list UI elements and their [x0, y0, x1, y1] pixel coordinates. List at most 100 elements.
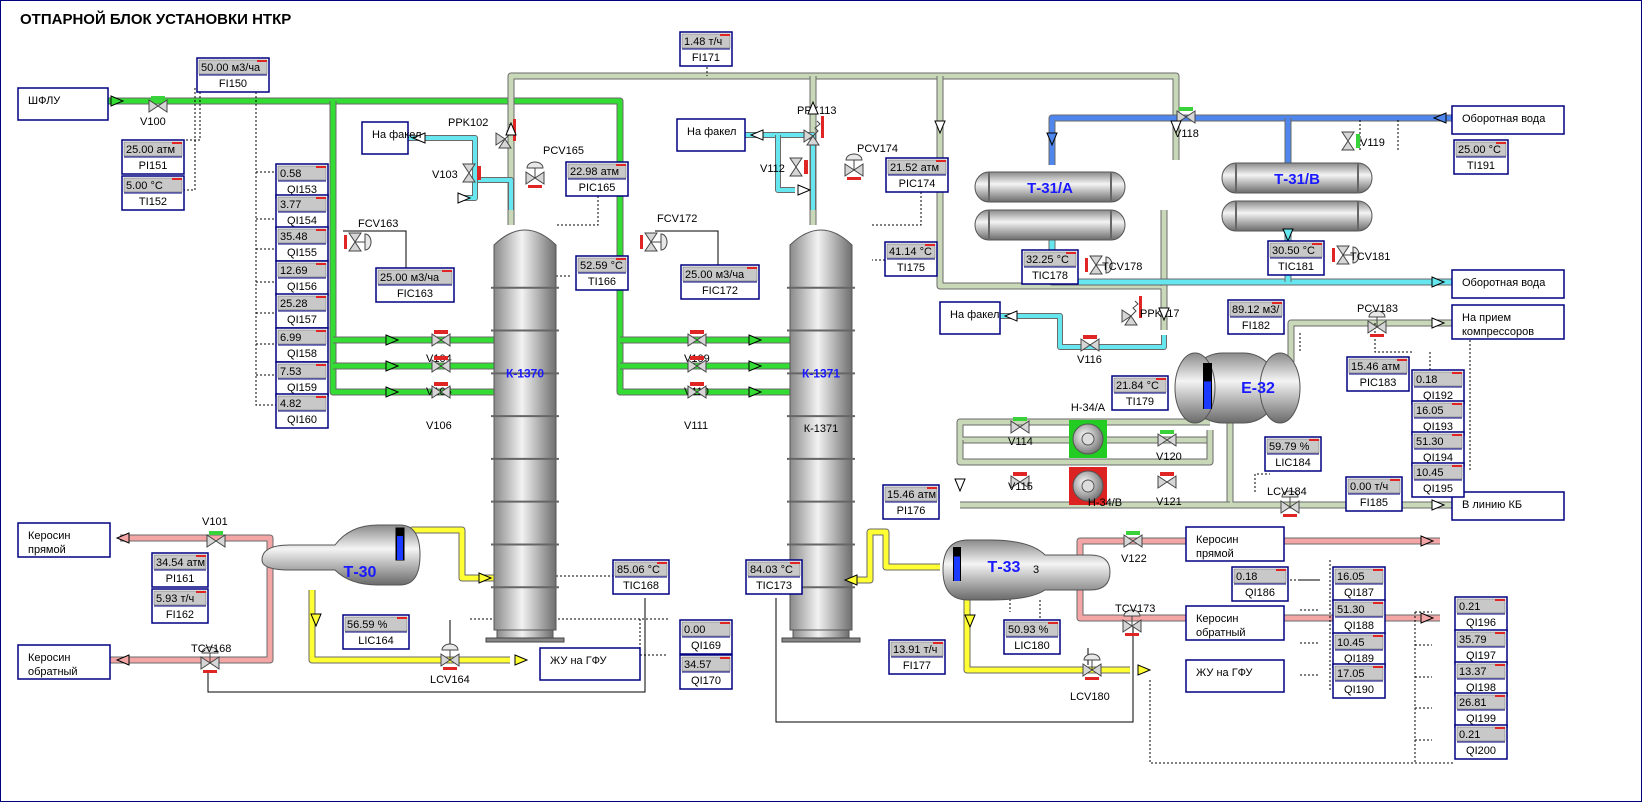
exchanger-t31a[interactable]: Т-31/А	[974, 171, 1126, 241]
valve-body[interactable]	[1289, 500, 1300, 514]
valve-body[interactable]	[1336, 245, 1350, 256]
exchanger-shell[interactable]	[974, 171, 1126, 203]
valve-body[interactable]	[1019, 475, 1030, 489]
valve-body[interactable]	[525, 171, 536, 185]
valve-body[interactable]	[200, 656, 211, 670]
valve-v115[interactable]	[1010, 472, 1030, 489]
valve-body[interactable]	[462, 163, 476, 174]
valve-v116[interactable]	[1080, 335, 1100, 352]
valve-body[interactable]	[206, 534, 217, 548]
exchanger-shell[interactable]	[1221, 200, 1373, 232]
connection-box[interactable]	[361, 121, 409, 155]
valve-body[interactable]	[1176, 110, 1187, 124]
valve-v101[interactable]	[206, 531, 226, 548]
valve-body[interactable]	[1019, 420, 1030, 434]
valve-body[interactable]	[495, 132, 506, 146]
column-shell[interactable]	[493, 229, 557, 631]
valve-body[interactable]	[1131, 619, 1142, 633]
pump-h34b[interactable]: Н-34/В	[1069, 467, 1122, 509]
connection-vliniyu[interactable]: В линию КБ	[1451, 491, 1565, 521]
valve-body[interactable]	[644, 232, 658, 243]
valve-actuator[interactable]	[364, 233, 372, 251]
tag-fi182[interactable]: 89.12 м3/FI182	[1227, 299, 1285, 335]
valve-body[interactable]	[696, 333, 707, 347]
tag-lic180[interactable]: 50.93 %LIC180	[1003, 619, 1061, 655]
column-k1370[interactable]: К-1370	[485, 229, 565, 643]
connection-zhu1[interactable]: ЖУ на ГФУ	[539, 647, 641, 681]
connection-box[interactable]	[1185, 605, 1285, 641]
valve-body[interactable]	[534, 171, 545, 185]
connection-oborot1[interactable]: Оборотная вода	[1451, 105, 1565, 135]
valve-body[interactable]	[1367, 320, 1378, 334]
valve-body[interactable]	[644, 241, 658, 252]
valve-body[interactable]	[1122, 619, 1133, 633]
connection-zhu2[interactable]: ЖУ на ГФУ	[1185, 659, 1285, 693]
valve-body[interactable]	[498, 138, 512, 149]
connection-box[interactable]	[1451, 105, 1565, 135]
valve-body[interactable]	[687, 359, 698, 373]
column-k1371[interactable]: К-1371	[781, 229, 861, 643]
valve-v110[interactable]	[687, 356, 707, 373]
valve-actuator[interactable]	[1123, 609, 1141, 617]
valve-body[interactable]	[1010, 420, 1021, 434]
connection-nafakel2[interactable]: На факел	[676, 118, 746, 152]
valve-v122[interactable]	[1123, 531, 1143, 548]
connection-box[interactable]	[1185, 659, 1285, 693]
valve-body[interactable]	[789, 157, 803, 168]
control-valve-fcv172[interactable]	[640, 232, 668, 252]
valve-body[interactable]	[687, 385, 698, 399]
safety-valve-ppk102[interactable]	[495, 119, 516, 149]
valve-body[interactable]	[348, 241, 362, 252]
valve-body[interactable]	[215, 534, 226, 548]
connection-oborot2[interactable]: Оборотная вода	[1451, 269, 1565, 299]
control-valve-lcv184[interactable]	[1280, 490, 1300, 517]
exchanger-shell[interactable]	[1221, 162, 1373, 194]
safety-valve-ppk113[interactable]	[803, 116, 824, 146]
valve-body[interactable]	[1280, 500, 1291, 514]
valve-v111[interactable]	[687, 382, 707, 399]
valve-actuator[interactable]	[441, 643, 459, 651]
valve-body[interactable]	[1089, 255, 1103, 266]
valve-body[interactable]	[157, 99, 168, 113]
valve-actuator[interactable]	[660, 233, 668, 251]
valve-body[interactable]	[1124, 315, 1138, 326]
connection-shflu[interactable]: ШФЛУ	[17, 87, 109, 121]
connection-nafakel1[interactable]: На факел	[361, 121, 421, 155]
valve-actuator[interactable]	[1083, 653, 1101, 661]
valve-body[interactable]	[853, 163, 864, 177]
control-valve-pcv183[interactable]	[1367, 310, 1387, 337]
valve-body[interactable]	[1336, 254, 1350, 265]
valve-body[interactable]	[1166, 475, 1177, 489]
valve-body[interactable]	[462, 172, 476, 183]
pump-h34a[interactable]: Н-34/А	[1069, 402, 1107, 458]
exchanger-t31b[interactable]: Т-31/В	[1221, 162, 1373, 232]
valve-body[interactable]	[806, 135, 820, 146]
valve-body[interactable]	[440, 333, 451, 347]
valve-body[interactable]	[1132, 534, 1143, 548]
valve-body[interactable]	[1080, 338, 1091, 352]
valve-body[interactable]	[687, 333, 698, 347]
valve-body[interactable]	[431, 385, 442, 399]
vessel-e32[interactable]: Е-32	[1174, 352, 1301, 424]
valve-body[interactable]	[1341, 140, 1355, 151]
